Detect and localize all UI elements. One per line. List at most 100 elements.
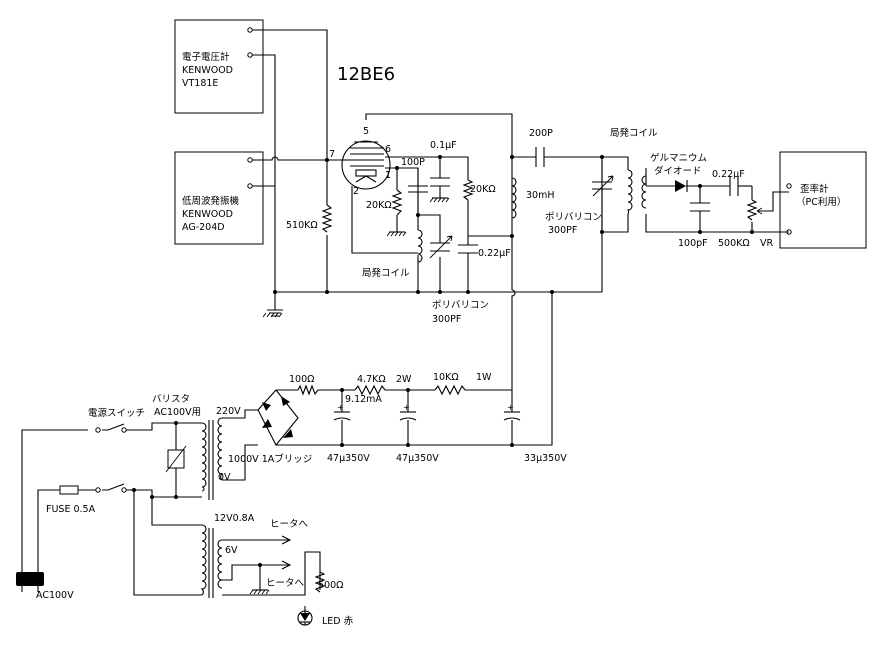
power-switch bbox=[95, 427, 127, 493]
voltmeter-maker: KENWOOD bbox=[182, 65, 233, 76]
resistor-100 bbox=[297, 384, 319, 396]
heater1-label: ヒータへ bbox=[270, 519, 309, 530]
capacitor-200p bbox=[535, 147, 545, 167]
r20k-grid-label: 20KΩ bbox=[366, 200, 392, 211]
capacitor-0-22uF bbox=[458, 244, 478, 254]
capacitor-0-1uF bbox=[430, 177, 450, 187]
pin-7-label: 7 bbox=[329, 149, 335, 160]
r10k-watt: 1W bbox=[476, 372, 492, 383]
ac100v-label: AC100V bbox=[36, 590, 74, 601]
oscillator-coil-1 bbox=[417, 229, 423, 263]
varicon1-line2: 300PF bbox=[432, 314, 461, 325]
resistor-20k-grid bbox=[391, 189, 403, 216]
r20k-screen-label: 20KΩ bbox=[470, 184, 496, 195]
c022u-out-label: 0.22μF bbox=[712, 169, 745, 180]
varistor-line1: バリスタ bbox=[152, 394, 190, 405]
ground-symbol bbox=[429, 197, 450, 203]
generator-maker: KENWOOD bbox=[182, 209, 233, 220]
resistor-10k bbox=[434, 384, 466, 396]
varistor bbox=[165, 445, 187, 473]
voltmeter-name: 電子電圧計 bbox=[182, 51, 230, 63]
resistor-4-7k bbox=[354, 384, 386, 396]
tube-title: 12BE6 bbox=[337, 64, 395, 85]
power-transformer bbox=[201, 417, 224, 500]
c100pf-label: 100pF bbox=[678, 238, 708, 249]
volume-500k bbox=[746, 199, 763, 221]
power-switch-label: 電源スイッチ bbox=[88, 408, 145, 419]
electrolytic-cap-47u-1: + bbox=[333, 403, 351, 421]
pin-5-label: 5 bbox=[363, 126, 369, 137]
generator-model: AG-204D bbox=[182, 222, 225, 233]
generator-name: 低周波発振機 bbox=[182, 195, 240, 207]
osc-coil1-label: 局発コイル bbox=[362, 267, 410, 279]
cap47b-label: 47μ350V bbox=[396, 453, 439, 464]
instrument-terminals bbox=[247, 27, 792, 235]
v220-label: 220V bbox=[216, 406, 241, 417]
bridge-label: 1000V 1Aブリッジ bbox=[228, 453, 312, 465]
bridge-rectifier bbox=[257, 389, 299, 446]
capacitor-100pF bbox=[690, 202, 710, 212]
diode-label-2: ダイオード bbox=[654, 165, 702, 177]
voltmeter-model: VT181E bbox=[182, 78, 218, 89]
c100p-label: 100P bbox=[401, 157, 425, 168]
generator-box: 低周波発振機 KENWOOD AG-204D bbox=[174, 151, 264, 245]
current-label: 9.12mA bbox=[345, 394, 382, 405]
electrolytic-cap-47u-2: + bbox=[399, 403, 417, 421]
r510k-label: 510KΩ bbox=[286, 220, 318, 231]
fuse-label: FUSE 0.5A bbox=[46, 504, 96, 515]
pin-1-label: 1 bbox=[385, 170, 391, 181]
resistor-20k-screen bbox=[462, 179, 474, 201]
capacitor-100p bbox=[408, 168, 428, 215]
ground-symbol bbox=[386, 231, 407, 237]
ground-symbol bbox=[262, 309, 283, 318]
c01u-label: 0.1μF bbox=[430, 140, 457, 151]
power-junctions bbox=[132, 388, 514, 567]
led-label: LED 赤 bbox=[322, 616, 354, 627]
heater-arrow-1 bbox=[281, 535, 292, 545]
choke-30mH bbox=[511, 177, 517, 219]
r100-label: 100Ω bbox=[289, 374, 314, 385]
svg-text:+: + bbox=[337, 403, 344, 412]
v0-label: 0V bbox=[218, 472, 231, 483]
svg-text:+: + bbox=[403, 403, 410, 412]
ac-plug bbox=[16, 572, 44, 592]
r47k-label: 4.7KΩ bbox=[357, 374, 386, 385]
oscillator-coil-2 bbox=[627, 169, 647, 215]
cap47a-label: 47μ350V bbox=[327, 453, 370, 464]
variable-capacitor-2 bbox=[592, 157, 614, 232]
resistor-510k bbox=[321, 204, 333, 233]
ground-symbol bbox=[249, 589, 270, 595]
distortion-meter-box: 歪率計 （PC利用） bbox=[779, 151, 867, 249]
c022u-label: 0.22μF bbox=[478, 248, 511, 259]
varicon1-line1: ポリバリコン bbox=[432, 300, 489, 311]
cap33-label: 33μ350V bbox=[524, 453, 567, 464]
varicon2-line1: ポリバリコン bbox=[545, 212, 602, 223]
fuse bbox=[59, 485, 79, 495]
heater2-label: ヒータへ bbox=[266, 578, 305, 589]
vr-label: VR bbox=[760, 238, 773, 249]
electrolytic-cap-33u: + bbox=[503, 403, 521, 421]
vr500k-label: 500KΩ bbox=[718, 238, 750, 249]
rf-wiring bbox=[252, 29, 789, 446]
capacitor-0-22uF-out bbox=[729, 176, 739, 196]
osc-coil2-label: 局発コイル bbox=[610, 127, 658, 139]
svg-text:+: + bbox=[507, 403, 514, 412]
distortion-name: 歪率計 bbox=[800, 183, 829, 195]
germanium-diode bbox=[675, 180, 693, 192]
pin-2-label: 2 bbox=[353, 186, 359, 197]
c200p-label: 200P bbox=[529, 128, 553, 139]
r500-label: 500Ω bbox=[318, 580, 343, 591]
heater-transformer bbox=[200, 524, 223, 598]
variable-capacitor-1 bbox=[429, 235, 453, 259]
diode-label-1: ゲルマニウム bbox=[650, 152, 707, 164]
varistor-line2: AC100V用 bbox=[154, 407, 201, 418]
r47k-watt: 2W bbox=[396, 374, 412, 385]
heater-arrow-2 bbox=[281, 560, 292, 570]
r10k-label: 10KΩ bbox=[433, 372, 459, 383]
varicon2-line2: 300PF bbox=[548, 225, 577, 236]
choke-label: 30mH bbox=[526, 190, 555, 201]
pin-6-label: 6 bbox=[385, 144, 391, 155]
v6-label: 6V bbox=[225, 545, 238, 556]
vacuum-tube-12be6 bbox=[340, 140, 391, 190]
